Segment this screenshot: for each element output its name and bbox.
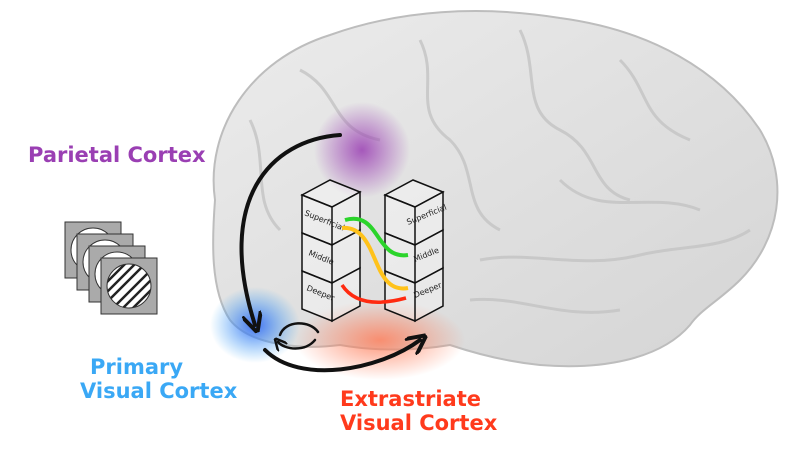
red-pathway [340, 283, 407, 304]
extra-line2: Visual Cortex [340, 411, 498, 435]
right-column [383, 179, 445, 323]
extrastriate-visual-cortex-label: Extrastriate Visual Cortex [340, 387, 497, 435]
feedback-arrow [239, 133, 342, 325]
extrastriate-region [295, 300, 465, 380]
primary-visual-cortex-label: Primary Visual Cortex [80, 355, 237, 403]
parietal-cortex-label: Parietal Cortex [28, 143, 206, 167]
left-column [300, 179, 362, 323]
brain-surface [212, 10, 779, 368]
primary-line2: Visual Cortex [80, 379, 238, 403]
extra-line1: Extrastriate [340, 387, 482, 411]
feedforward-arrow [263, 340, 420, 373]
green-pathway [344, 216, 409, 258]
cortical-columns [300, 179, 445, 323]
primary-line1: Primary [90, 355, 184, 379]
parietal-region [314, 102, 410, 198]
grating-stimuli [64, 221, 158, 315]
loop-arrow [278, 322, 320, 348]
yellow-pathway [341, 225, 409, 291]
